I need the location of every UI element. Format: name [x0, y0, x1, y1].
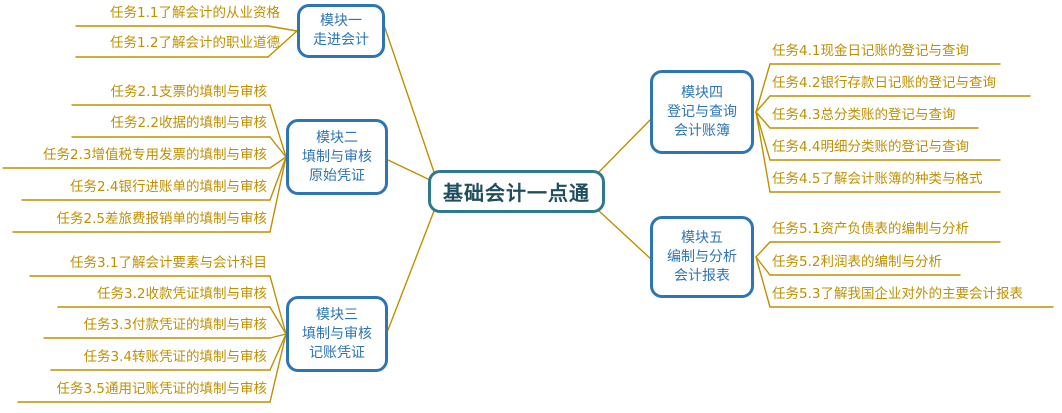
leaf-2-3[interactable]: 任务2.3增值税专用发票的填制与审核 — [43, 147, 267, 163]
leaf-2-4[interactable]: 任务2.4银行进账单的填制与审核 — [70, 179, 267, 195]
module-4-line-1: 模块四 — [681, 84, 723, 101]
leaf-3-2[interactable]: 任务3.2收款凭证填制与审核 — [97, 286, 267, 302]
leaf-4-1[interactable]: 任务4.1现金日记账的登记与查询 — [772, 43, 969, 59]
leaf-4-4[interactable]: 任务4.4明细分类账的登记与查询 — [772, 139, 969, 155]
module-3-line-1: 模块三 — [316, 306, 358, 323]
leaf-2-2[interactable]: 任务2.2收据的填制与审核 — [110, 115, 267, 131]
center-node[interactable]: 基础会计一点通 — [428, 170, 605, 213]
leaf-3-4[interactable]: 任务3.4转账凭证的填制与审核 — [83, 349, 267, 365]
module-5-line-3: 会计报表 — [674, 267, 730, 284]
module-5-line-1: 模块五 — [681, 229, 723, 246]
module-1-line-2: 走进会计 — [313, 32, 369, 48]
module-node-3[interactable]: 模块三 填制与审核 记账凭证 — [286, 296, 388, 372]
leaf-4-2[interactable]: 任务4.2银行存款日记账的登记与查询 — [772, 75, 996, 91]
module-3-line-2: 填制与审核 — [302, 325, 372, 342]
module-4-line-3: 会计账簿 — [674, 122, 730, 139]
leaf-1-1[interactable]: 任务1.1了解会计的从业资格 — [110, 5, 280, 21]
module-node-1[interactable]: 模块一 走进会计 — [297, 4, 385, 58]
leaf-2-1[interactable]: 任务2.1支票的填制与审核 — [110, 84, 267, 100]
module-node-5[interactable]: 模块五 编制与分析 会计报表 — [650, 216, 754, 298]
module-1-line-1: 模块一 — [320, 13, 362, 29]
leaf-2-5[interactable]: 任务2.5差旅费报销单的填制与审核 — [56, 211, 267, 227]
leaf-5-1[interactable]: 任务5.1资产负债表的编制与分析 — [772, 221, 969, 237]
leaf-5-2[interactable]: 任务5.2利润表的编制与分析 — [772, 254, 942, 270]
leaf-3-1[interactable]: 任务3.1了解会计要素与会计科目 — [70, 255, 267, 271]
leaf-4-5[interactable]: 任务4.5了解会计账簿的种类与格式 — [772, 171, 983, 187]
module-5-line-2: 编制与分析 — [667, 248, 737, 265]
module-3-line-3: 记账凭证 — [309, 344, 365, 361]
leaf-3-5[interactable]: 任务3.5通用记账凭证的填制与审核 — [56, 381, 267, 397]
module-node-4[interactable]: 模块四 登记与查询 会计账簿 — [650, 70, 754, 154]
leaf-3-3[interactable]: 任务3.3付款凭证的填制与审核 — [83, 317, 267, 333]
leaf-4-3[interactable]: 任务4.3总分类账的登记与查询 — [772, 107, 956, 123]
leaf-1-2[interactable]: 任务1.2了解会计的职业道德 — [110, 35, 280, 51]
module-4-line-2: 登记与查询 — [667, 103, 737, 120]
module-node-2[interactable]: 模块二 填制与审核 原始凭证 — [286, 119, 388, 195]
module-2-line-1: 模块二 — [316, 129, 358, 146]
module-2-line-3: 原始凭证 — [309, 167, 365, 184]
leaf-5-3[interactable]: 任务5.3了解我国企业对外的主要会计报表 — [772, 286, 1023, 302]
module-2-line-2: 填制与审核 — [302, 148, 372, 165]
